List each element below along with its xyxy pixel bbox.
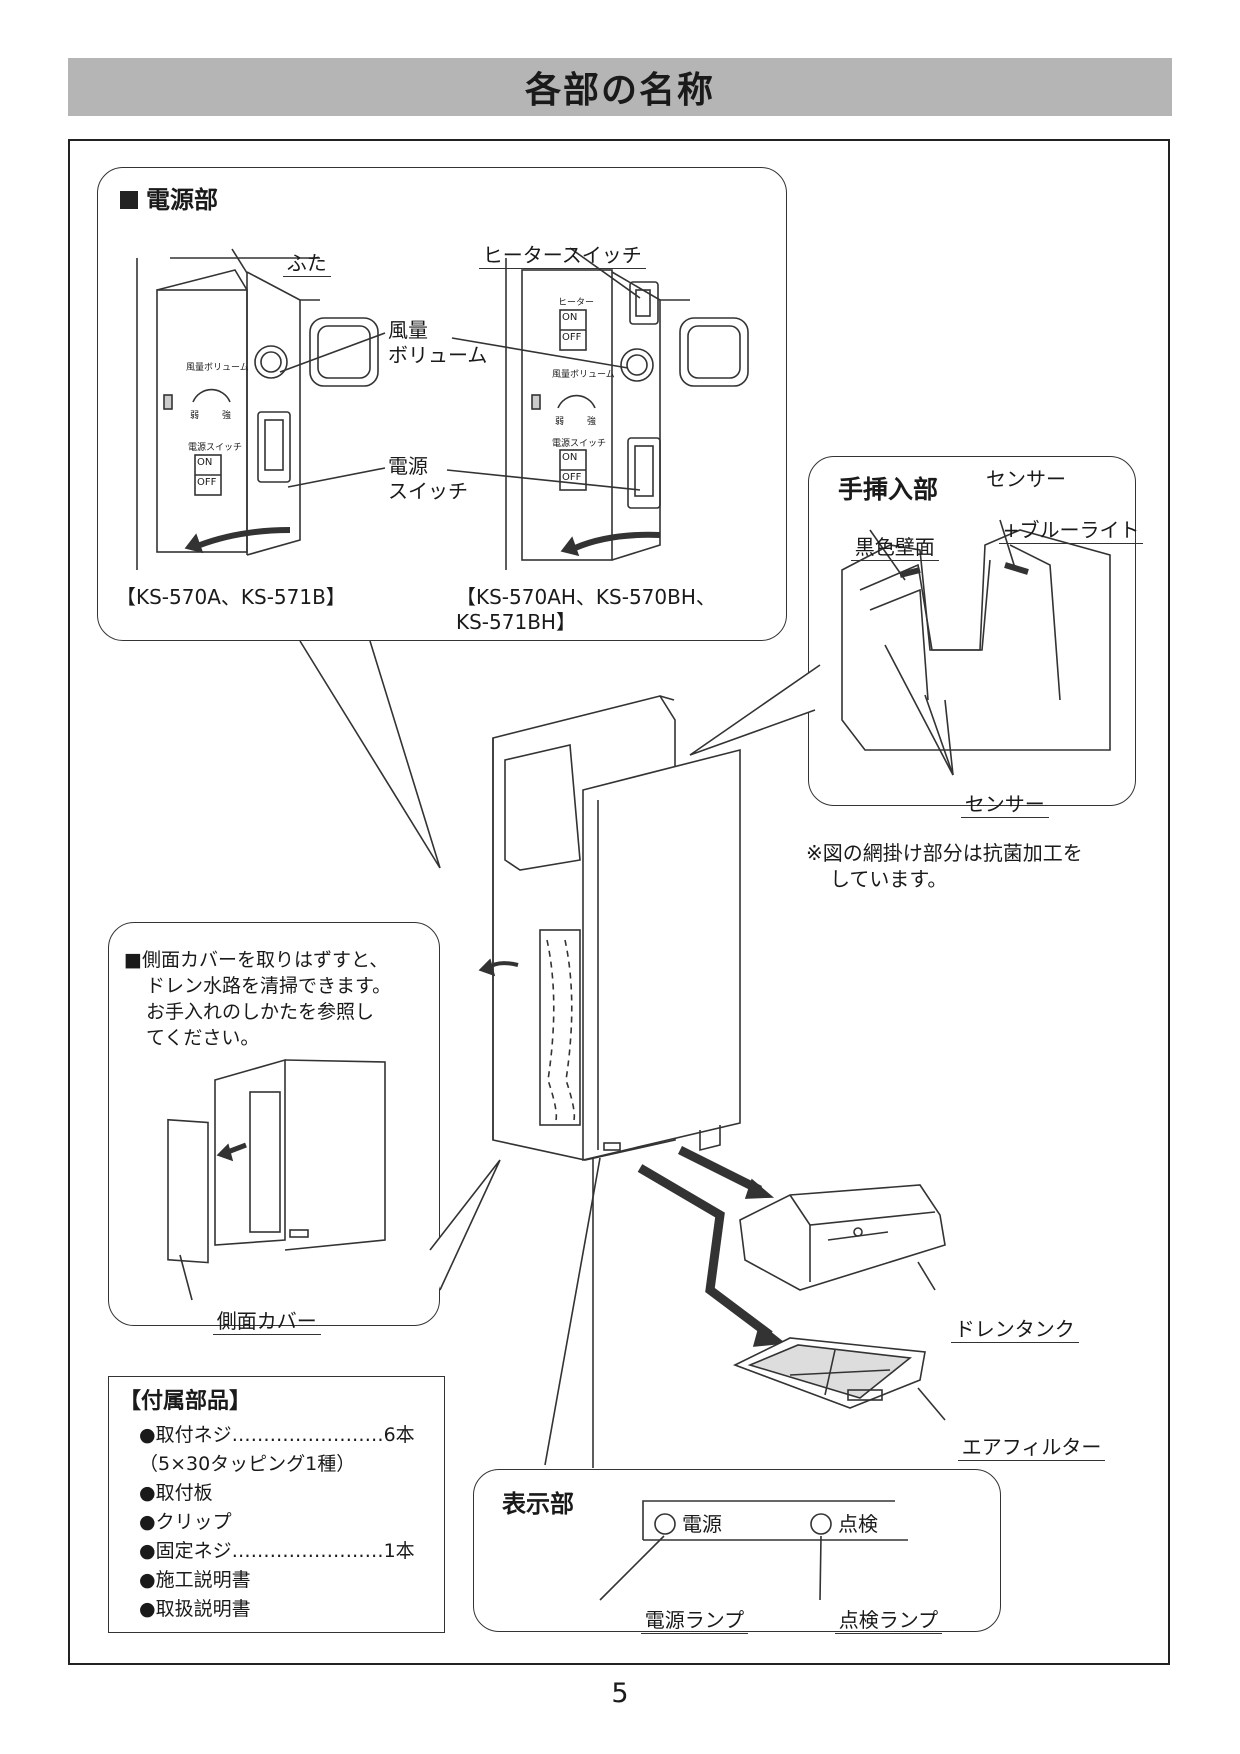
display-check-text: 点検 <box>838 1512 878 1536</box>
power-switch-label-2: スイッチ <box>388 479 468 503</box>
side-cover-label-text: 側面カバー <box>212 1309 321 1335</box>
power-section-heading: 電源部 <box>120 180 218 215</box>
accessories-box: 【付属部品】 ●取付ネジ……………………6本 （5×30タッピング1種） ●取付… <box>108 1376 445 1633</box>
power-panel-left-illustration <box>136 257 379 570</box>
accessory-item-6: ●施工説明書 <box>139 1569 251 1591</box>
panel-power-switch-left: 電源スイッチ <box>188 443 243 453</box>
accessory-item-4: ●クリップ <box>139 1511 232 1533</box>
power-lamp-label-text: 電源ランプ <box>640 1608 749 1634</box>
hand-insert-illustration <box>841 519 1111 776</box>
volume-label-2: ボリューム <box>388 343 488 367</box>
accessory-item-7: ●取扱説明書 <box>139 1598 251 1620</box>
heater-switch-label: ヒータースイッチ <box>466 216 646 269</box>
panel-weak-left: 弱 <box>190 411 200 421</box>
accessory-item-3: ●取付板 <box>139 1482 213 1504</box>
panel-off-right: OFF <box>562 472 582 483</box>
heater-switch-label-text: ヒータースイッチ <box>478 243 646 269</box>
sensor-light-label-2-text: +ブルーライト <box>998 518 1144 544</box>
side-cover-note-4: てください。 <box>146 1027 260 1049</box>
check-lamp-label: 点検ランプ <box>822 1581 943 1634</box>
air-filter-illustration <box>732 1337 946 1421</box>
panel-heater-right: ヒーター <box>558 298 595 308</box>
side-cover-note-2: ドレン水路を清掃できます。 <box>146 975 392 997</box>
black-wall-label-text: 黒色壁面 <box>850 535 939 561</box>
side-cover-note-1: ■側面カバーを取りはずすと、 <box>124 949 389 971</box>
display-section-bubble <box>473 1469 1001 1632</box>
panel-strong-right: 強 <box>587 417 597 427</box>
display-power-text: 電源 <box>682 1512 722 1536</box>
lid-label: ふた <box>270 224 331 277</box>
panel-volume-text-right: 風量ボリューム <box>552 370 615 380</box>
accessory-item-2: （5×30タッピング1種） <box>139 1453 356 1475</box>
model-left-label: 【KS-570A、KS-571B】 <box>116 585 346 609</box>
square-bullet-icon <box>120 191 138 209</box>
antibacterial-note-2: しています。 <box>830 867 948 891</box>
check-lamp-label-text: 点検ランプ <box>834 1608 943 1634</box>
model-right-label-2: KS-571BH】 <box>456 610 576 634</box>
air-filter-label: エアフィルター <box>945 1408 1106 1461</box>
diagram-frame <box>68 139 1170 1665</box>
side-cover-label: 側面カバー <box>200 1282 321 1335</box>
drain-tank-label: ドレンタンク <box>938 1290 1079 1343</box>
display-section-heading: 表示部 <box>502 1490 574 1518</box>
sensor-label: センサー <box>948 765 1049 818</box>
panel-heater-off-right: OFF <box>562 332 582 343</box>
panel-weak-right: 弱 <box>555 417 565 427</box>
volume-label-1: 風量 <box>388 318 428 342</box>
panel-strong-left: 強 <box>222 411 232 421</box>
accessory-item-5: ●固定ネジ……………………1本 <box>139 1540 415 1562</box>
page-number: 5 <box>611 1678 629 1709</box>
page-title-bar: 各部の名称 <box>68 58 1172 116</box>
drain-tank-label-text: ドレンタンク <box>950 1317 1079 1343</box>
accessories-heading: 【付属部品】 <box>119 1389 252 1414</box>
power-panel-right-illustration <box>505 258 749 570</box>
sensor-label-text: センサー <box>960 792 1049 818</box>
panel-off-left: OFF <box>197 477 217 488</box>
side-cover-note-3: お手入れのしかたを参照し <box>146 1001 375 1023</box>
panel-volume-text-left: 風量ボリューム <box>186 363 249 373</box>
page-title: 各部の名称 <box>524 70 715 111</box>
side-cover-illustration <box>167 1058 386 1301</box>
power-lamp-label: 電源ランプ <box>628 1581 749 1634</box>
drain-tank-illustration <box>739 1184 946 1291</box>
hand-insert-heading: 手挿入部 <box>838 475 939 504</box>
power-section-heading-text: 電源部 <box>146 186 218 214</box>
accessory-item-1: ●取付ネジ……………………6本 <box>139 1424 415 1446</box>
sensor-light-label-2: +ブルーライト <box>986 491 1144 544</box>
power-switch-label-1: 電源 <box>388 454 428 478</box>
panel-power-switch-right: 電源スイッチ <box>552 439 607 449</box>
air-filter-label-text: エアフィルター <box>957 1435 1106 1461</box>
model-right-label-1: 【KS-570AH、KS-570BH、 <box>456 585 716 609</box>
black-wall-label: 黒色壁面 <box>838 508 939 561</box>
hand-dryer-illustration <box>478 695 741 1162</box>
panel-heater-on-right: ON <box>562 312 578 323</box>
antibacterial-note-1: ※図の網掛け部分は抗菌加工を <box>806 841 1083 865</box>
panel-on-right: ON <box>562 452 578 463</box>
sensor-light-label-1: センサー <box>986 467 1066 491</box>
panel-on-left: ON <box>197 457 213 468</box>
lid-label-text: ふた <box>282 251 331 277</box>
